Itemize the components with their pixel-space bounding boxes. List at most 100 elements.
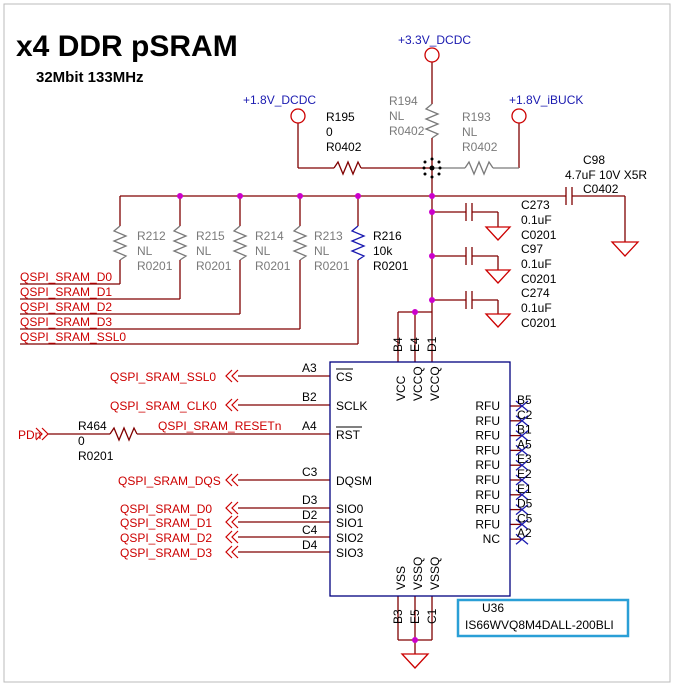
ball-a5: A5 <box>517 437 532 451</box>
r214-pkg: R0201 <box>255 259 291 273</box>
pin-sio1: SIO1 <box>336 516 364 530</box>
ball-a2: A2 <box>517 526 532 540</box>
pin-dqsm: DQSM <box>336 474 372 488</box>
net-label-pullup-ssl0: QSPI_SRAM_SSL0 <box>20 330 126 344</box>
net-label-d2: QSPI_SRAM_D2 <box>120 531 212 545</box>
pin-rfu-e3: RFU <box>475 458 500 472</box>
pin-vssq-1: VSSQ <box>411 557 425 590</box>
r213-ref: R213 <box>314 229 343 243</box>
page-title: x4 DDR pSRAM <box>16 30 238 63</box>
r464-value: 0 <box>78 434 85 448</box>
ball-b2: B2 <box>302 390 317 404</box>
power-port-3v3 <box>424 47 440 63</box>
pin-rfu-c2: RFU <box>475 414 500 428</box>
pin-rst: RST <box>336 428 361 442</box>
ic-u36-body <box>329 361 511 597</box>
net-label-d0: QSPI_SRAM_D0 <box>120 502 212 516</box>
ball-b1: B1 <box>517 423 532 437</box>
net-label-pdn: PDn <box>18 428 41 442</box>
ball-b3: B3 <box>391 609 405 624</box>
pin-rfu-d5: RFU <box>475 503 500 517</box>
no-connect-icon <box>515 430 529 442</box>
pin-sio2: SIO2 <box>336 531 364 545</box>
pin-vcc: VCC <box>394 375 408 401</box>
pin-rfu-b1: RFU <box>475 429 500 443</box>
ball-a3: A3 <box>302 361 317 375</box>
r212-ref: R212 <box>137 229 166 243</box>
no-connect-icon <box>515 518 529 530</box>
resistor-r213-body <box>292 225 308 261</box>
ball-d3: D3 <box>302 493 318 507</box>
power-port-ibuck <box>511 108 527 124</box>
ic-ref: U36 <box>482 601 504 615</box>
r215-ref: R215 <box>196 229 225 243</box>
junction-cluster <box>422 157 442 179</box>
r193-value: NL <box>462 125 478 139</box>
resistor-r195-body <box>333 160 362 176</box>
pin-vccq-2: VCCQ <box>428 366 442 401</box>
r214-value: NL <box>255 244 271 258</box>
resistor-r193-body <box>464 160 494 176</box>
label-3v3: +3.3V_DCDC <box>398 33 471 47</box>
resistor-r216-body <box>350 225 366 261</box>
c97-value: 0.1uF <box>521 257 552 271</box>
ball-c4: C4 <box>302 523 318 537</box>
c274-value: 0.1uF <box>521 301 552 315</box>
c274-ref: C274 <box>521 286 550 300</box>
net-label-ssl0: QSPI_SRAM_SSL0 <box>110 370 216 384</box>
r212-pkg: R0201 <box>137 259 173 273</box>
r194-pkg: R0402 <box>389 124 425 138</box>
r193-ref: R193 <box>462 110 491 124</box>
r213-pkg: R0201 <box>314 259 350 273</box>
r216-pkg: R0201 <box>373 259 409 273</box>
c274-pkg: C0201 <box>521 316 557 330</box>
c273-pkg: C0201 <box>521 228 557 242</box>
ball-e4: E4 <box>408 337 422 352</box>
no-connect-icon <box>515 444 529 456</box>
ball-d2: D2 <box>302 508 318 522</box>
resistor-r464-body <box>109 426 138 442</box>
resistor-r194-body <box>424 103 440 139</box>
r215-value: NL <box>196 244 212 258</box>
no-connect-icon <box>515 504 529 516</box>
pin-vss: VSS <box>394 566 408 590</box>
ball-c3: C3 <box>302 465 318 479</box>
c98-pkg: C0402 <box>583 182 619 196</box>
ic-part-highlight <box>456 598 630 638</box>
no-connect-icon <box>515 489 529 501</box>
net-label-pullup-d2: QSPI_SRAM_D2 <box>20 300 112 314</box>
r215-pkg: R0201 <box>196 259 232 273</box>
pin-rfu-e2: RFU <box>475 473 500 487</box>
ball-e5: E5 <box>408 609 422 624</box>
net-label-pullup-d1: QSPI_SRAM_D1 <box>20 285 112 299</box>
pin-nc-a2: NC <box>483 532 501 546</box>
net-label-dqs: QSPI_SRAM_DQS <box>118 474 221 488</box>
pin-sio3: SIO3 <box>336 546 364 560</box>
ground-icon-c274 <box>484 313 512 328</box>
r216-value: 10k <box>373 244 393 258</box>
c97-ref: C97 <box>521 242 543 256</box>
no-connect-icon <box>515 415 529 427</box>
pin-rfu-e1: RFU <box>475 488 500 502</box>
r193-pkg: R0402 <box>462 140 498 154</box>
c98-value: 4.7uF 10V X5R <box>565 168 647 182</box>
ground-icon-c97 <box>484 269 512 284</box>
no-connect-icon <box>515 533 529 545</box>
net-label-pullup-d0: QSPI_SRAM_D0 <box>20 270 112 284</box>
label-ibuck: +1.8V_iBUCK <box>509 93 583 107</box>
pin-rfu-c5: RFU <box>475 517 500 531</box>
page-subtitle: 32Mbit 133MHz <box>36 69 144 86</box>
no-connect-icon <box>515 459 529 471</box>
pin-vssq-2: VSSQ <box>428 557 442 590</box>
r195-pkg: R0402 <box>326 140 362 154</box>
junction-dots <box>177 193 435 643</box>
ground-icon-ic <box>400 653 430 669</box>
pin-vccq-1: VCCQ <box>411 366 425 401</box>
ball-b5: B5 <box>517 393 532 407</box>
r214-ref: R214 <box>255 229 284 243</box>
net-label-clk0: QSPI_SRAM_CLK0 <box>110 399 217 413</box>
pin-rfu-a5: RFU <box>475 443 500 457</box>
net-label-pullup-d3: QSPI_SRAM_D3 <box>20 315 112 329</box>
